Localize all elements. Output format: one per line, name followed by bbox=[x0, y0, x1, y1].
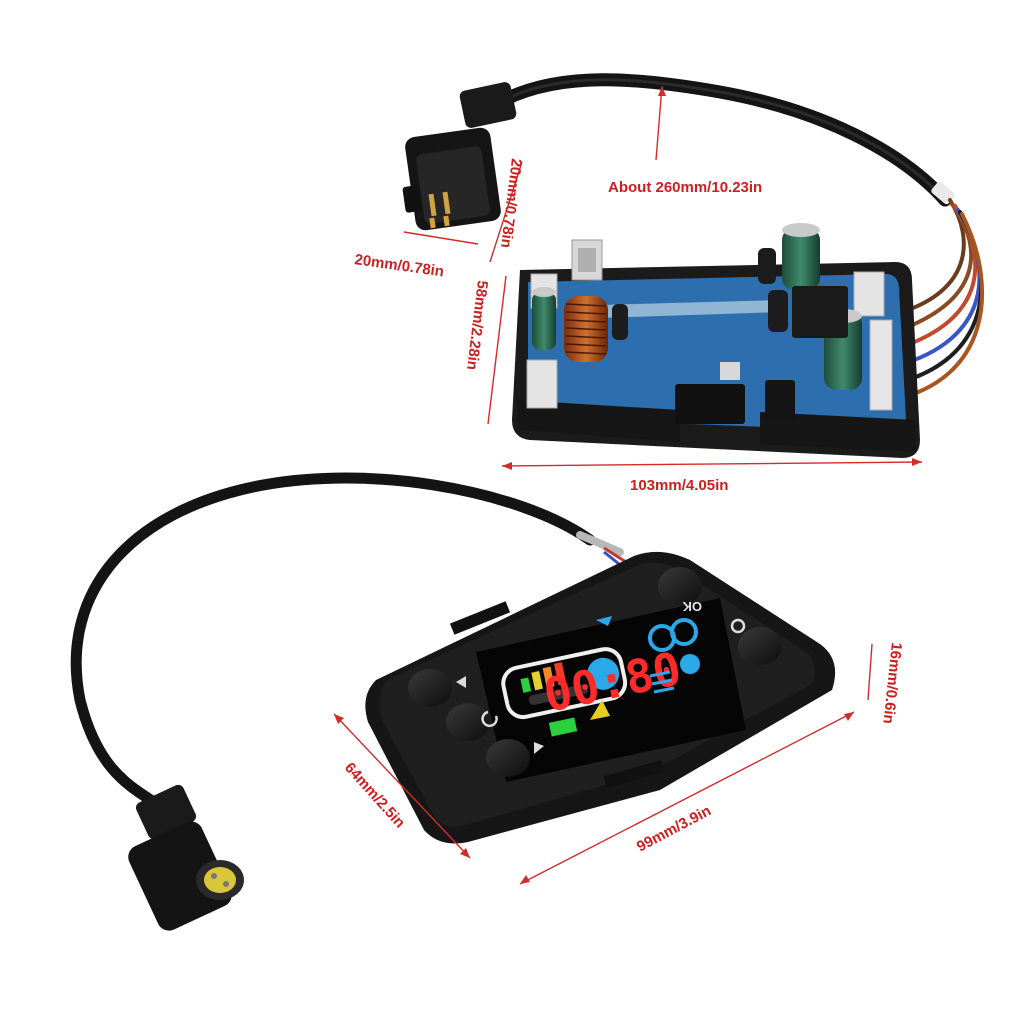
board-width-label: 103mm/4.05in bbox=[630, 477, 728, 494]
up-arrow-icon bbox=[456, 676, 466, 688]
controller-connector bbox=[128, 784, 244, 931]
board-height-label: 58mm/2.28in bbox=[463, 280, 491, 371]
controller-group: 00:80 bbox=[70, 472, 836, 931]
panel-width-label: 99mm/3.9in bbox=[634, 802, 714, 855]
right-header bbox=[853, 271, 885, 317]
lcd-gauge bbox=[501, 647, 628, 720]
down-button[interactable] bbox=[486, 739, 544, 777]
power-button[interactable] bbox=[446, 703, 498, 741]
gear-icon bbox=[730, 618, 746, 634]
truck-icon bbox=[548, 717, 578, 737]
left-header-bottom bbox=[526, 359, 558, 409]
ok-button[interactable]: OK bbox=[658, 567, 702, 614]
cable-length-label: About 260mm/10.23in bbox=[608, 179, 762, 196]
power-icon bbox=[481, 710, 498, 727]
connector-width-label: 20mm/0.78in bbox=[353, 251, 445, 280]
inductor-coil bbox=[564, 296, 608, 362]
ok-label: OK bbox=[682, 599, 702, 614]
lcd-blue-icons bbox=[596, 616, 700, 694]
board-connector bbox=[402, 82, 517, 231]
warning-icon bbox=[590, 700, 610, 720]
settings-button[interactable] bbox=[730, 618, 782, 665]
controller-buttons: OK bbox=[408, 567, 782, 777]
down-arrow-icon bbox=[534, 742, 544, 754]
control-board-group bbox=[402, 73, 985, 458]
connector-height-label: 20mm/0.78in bbox=[497, 158, 525, 249]
capacitors bbox=[532, 223, 862, 390]
board-wires bbox=[890, 198, 985, 402]
panel-thickness-label: 16mm/0.6in bbox=[879, 642, 904, 725]
up-button[interactable] bbox=[408, 669, 466, 707]
relay bbox=[792, 286, 848, 338]
controller-cable bbox=[70, 472, 596, 816]
